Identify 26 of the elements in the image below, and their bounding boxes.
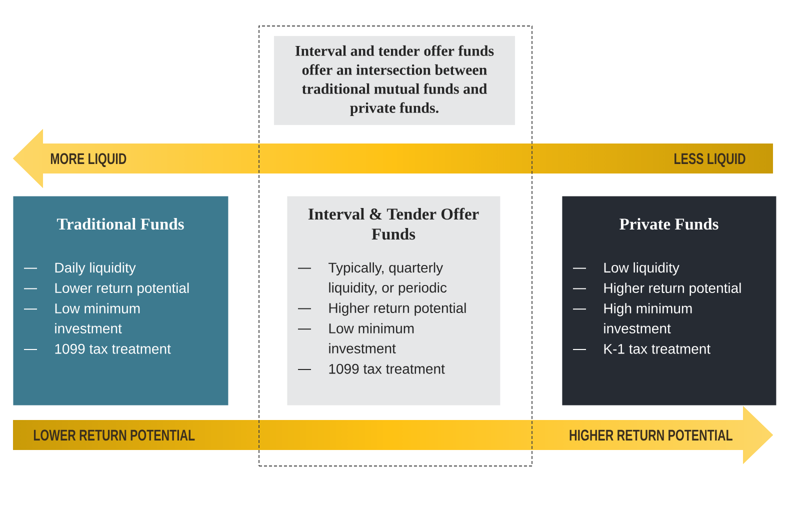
bullet-text: High minimum investment: [604, 303, 692, 334]
bullet-text: Low minimum investment: [329, 323, 414, 354]
fund-card: [562, 196, 776, 406]
bullet-text: Daily liquidity: [55, 262, 136, 276]
band-label: LESS LIQUID: [674, 153, 746, 168]
bullet-text: 1099 tax treatment: [55, 344, 171, 354]
scale-band: [13, 406, 773, 464]
card-heading: Interval & Tender Offer Funds: [308, 208, 479, 240]
card-heading: Traditional Funds: [56, 218, 184, 230]
bullet-text: Higher return potential: [329, 302, 466, 316]
band-label: HIGHER RETURN POTENTIAL: [570, 430, 732, 441]
bullet-text: K-1 tax treatment: [604, 344, 710, 354]
fund-card: [13, 196, 228, 406]
dashed-frame: [258, 26, 532, 466]
band-label: LOWER RETURN POTENTIAL: [34, 430, 195, 441]
band-label: MORE LIQUID: [50, 153, 126, 168]
scale-band: [13, 129, 773, 188]
bullet-text: Higher return potential: [604, 282, 741, 296]
bullet-text: Low minimum investment: [55, 303, 140, 334]
note-box: Interval and tender offer funds offer an intersection between traditional mutual funds and private funds.: [274, 36, 515, 125]
card-heading: Private Funds: [620, 218, 718, 230]
fund-card: [287, 196, 500, 406]
bullet-text: Low liquidity: [604, 262, 680, 276]
bullet-text: Typically, quarterly liquidity, or periodic: [328, 262, 447, 296]
bullet-text: Lower return potential: [55, 282, 189, 296]
bullet-text: 1099 tax treatment: [329, 364, 445, 374]
